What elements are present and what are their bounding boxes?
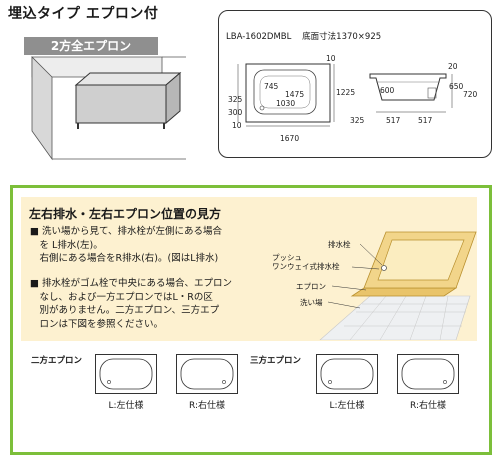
dim-plan-left-offset: 325 (228, 95, 243, 104)
apron-type-badge: 2方全エプロン (24, 37, 158, 55)
tub-three-side-left (316, 354, 378, 394)
dim-plan-total-width: 1670 (280, 134, 300, 143)
floor-size: 底面寸法1370×925 (302, 32, 382, 42)
model-number: LBA-1602DMBL 底面寸法1370×925 (226, 30, 381, 42)
dim-plan-top-gap: 10 (326, 54, 336, 63)
bullet1-line: 右側にある場合をR排水(右)。(図はL排水) (30, 253, 219, 264)
tub-icon (99, 358, 153, 390)
label-push-line: ワンウェイ式排水栓 (272, 262, 340, 271)
page-title: 埋込タイプ エプロン付 (8, 6, 159, 22)
caption-two-side-right: R:右仕様 (188, 401, 225, 411)
dim-side-total-height: 720 (463, 90, 478, 99)
guide-title: 左右排水・左右エプロン位置の見方 (29, 207, 222, 221)
tub-icon (320, 358, 374, 390)
guide-bullet-drain: ■ 洗い場から見て、排水栓が左側にある場合 を L排水(左)。 右側にある場合を… (30, 225, 222, 266)
caption-three-side-right: R:右仕様 (409, 401, 446, 411)
tub-side-view (369, 73, 453, 113)
dim-side-top-gap: 20 (448, 62, 458, 71)
bullet2-line: ■ 排水栓がゴム栓で中央にある場合、エプロン (30, 278, 232, 289)
guide-bullet-apron: ■ 排水栓がゴム栓で中央にある場合、エプロン なし、および一方エプロンではL・R… (30, 277, 232, 331)
label-push-line: プッシュ (272, 253, 302, 262)
dim-side-height: 600 (380, 86, 395, 95)
dim-plan-inner-width: 1475 (285, 90, 305, 99)
dim-plan-inner-depth: 745 (264, 82, 279, 91)
tub-two-side-right (176, 354, 238, 394)
tub-plan-view (237, 63, 335, 127)
dim-plan-bottom-gap: 10 (232, 121, 242, 130)
tub-two-side-left (95, 354, 157, 394)
tub-icon (180, 358, 234, 390)
two-side-apron-label: 二方エプロン (31, 356, 83, 366)
dim-side-half-right: 517 (418, 116, 433, 125)
caption-three-side-left: L:左仕様 (329, 401, 365, 411)
bullet2-line: なし、および一方エプロンではL・Rの区 (30, 291, 213, 303)
dim-plan-depth-total: 1225 (336, 88, 356, 97)
caption-two-side-left: L:左仕様 (108, 401, 144, 411)
tub-three-side-right (397, 354, 459, 394)
drain-position-diagram (319, 231, 477, 340)
bullet2-line: ロンは下図を参照ください。 (30, 318, 164, 330)
bullet2-line: 別がありません。二方エプロン、三方エプ (30, 305, 220, 316)
three-side-apron-label: 三方エプロン (250, 356, 302, 366)
label-wash-area: 洗い場 (300, 298, 323, 307)
spec-drawing-panel (218, 10, 492, 158)
dim-plan-floor-width: 1030 (276, 99, 296, 108)
dim-plan-left-lower: 300 (228, 108, 243, 117)
dim-side-half-left: 517 (386, 116, 401, 125)
model-code: LBA-1602DMBL (226, 32, 292, 42)
label-drain-plug: 排水栓 (328, 240, 351, 249)
apron-installation-illustration (31, 56, 186, 161)
bullet1-line: を L排水(左)。 (30, 239, 103, 251)
label-apron: エプロン (296, 282, 326, 291)
tub-icon (401, 358, 455, 390)
dim-side-left-offset: 325 (350, 116, 365, 125)
bullet1-line: ■ 洗い場から見て、排水栓が左側にある場合 (30, 226, 223, 237)
dim-side-rim-height: 650 (449, 82, 464, 91)
label-push-oneway-drain: プッシュ ワンウェイ式排水栓 (272, 253, 340, 271)
